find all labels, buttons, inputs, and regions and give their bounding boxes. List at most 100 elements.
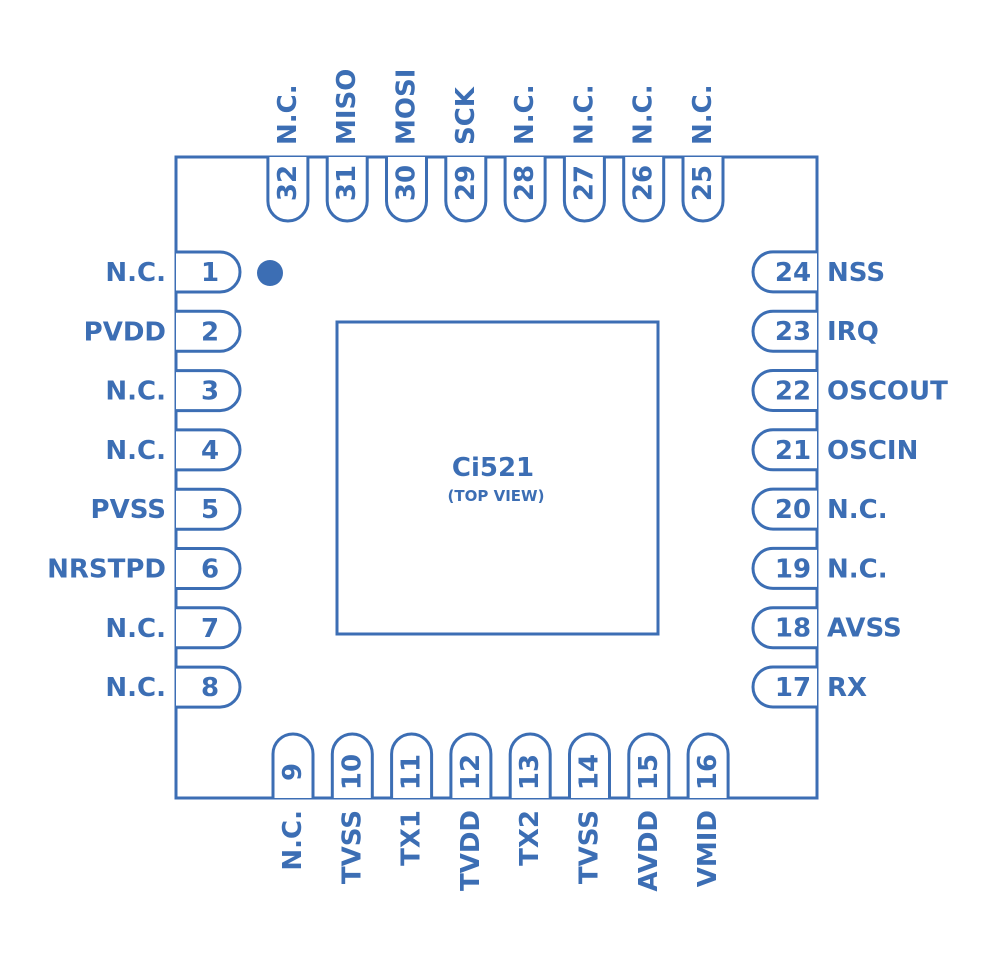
pin-3: 3N.C. xyxy=(105,369,242,413)
pin-pad xyxy=(503,157,547,223)
pin-number: 16 xyxy=(693,754,723,790)
pin-number: 18 xyxy=(775,614,811,644)
pin-name: N.C. xyxy=(569,84,599,145)
pin-number: 11 xyxy=(397,754,427,790)
pin-number: 27 xyxy=(569,165,599,201)
chip-name: Ci521 xyxy=(452,453,534,483)
pin-name: N.C. xyxy=(105,614,166,644)
pin-number: 21 xyxy=(775,436,811,466)
pin-number: 20 xyxy=(775,495,811,525)
pin-pad xyxy=(330,732,374,798)
pin-pad xyxy=(751,309,817,353)
pin-pad xyxy=(622,157,666,223)
pin-pad xyxy=(751,546,817,590)
pin-name: N.C. xyxy=(827,495,888,525)
pin-number: 12 xyxy=(456,754,486,790)
pin-1: 1N.C. xyxy=(105,250,242,294)
pin-pad xyxy=(176,547,242,590)
pin-pad xyxy=(751,487,817,531)
pin-name: PVDD xyxy=(84,317,166,347)
pin-name: MISO xyxy=(332,69,362,145)
pin-number: 7 xyxy=(201,614,219,644)
pin-number: 30 xyxy=(392,165,422,201)
pin-7: 7 N.C. xyxy=(105,606,242,650)
pin-20: 20 N.C. xyxy=(751,487,888,531)
pin-name: TX2 xyxy=(515,810,545,866)
pin-pad xyxy=(686,732,730,798)
pin-pad xyxy=(681,157,725,223)
pin-9: 9N.C. xyxy=(271,732,315,871)
pin-pad xyxy=(444,157,488,223)
pin-pad xyxy=(751,250,817,294)
pin-pad xyxy=(176,487,242,531)
package-outline xyxy=(174,155,819,800)
pin-number: 3 xyxy=(201,377,219,407)
pin-name: OSCOUT xyxy=(827,377,948,407)
pin-name: TVDD xyxy=(456,810,486,891)
pin-5: 5 PVSS xyxy=(91,487,242,531)
pin-number: 10 xyxy=(337,754,367,790)
pin-name: N.C. xyxy=(105,258,166,288)
pin-name: NRSTPD xyxy=(47,555,166,585)
pin-pad xyxy=(751,428,817,472)
pin-number: 5 xyxy=(201,495,219,525)
pin-19: 19 N.C. xyxy=(751,546,888,590)
view-label: (TOP VIEW) xyxy=(448,487,545,505)
pin-pad xyxy=(385,157,428,223)
pin-number: 15 xyxy=(634,754,664,790)
pin-number: 25 xyxy=(688,165,718,201)
pin-name: N.C. xyxy=(105,436,166,466)
pin-number: 13 xyxy=(515,754,545,790)
pin-number: 17 xyxy=(775,673,811,703)
pin-number: 32 xyxy=(273,165,303,201)
pin-2: 2 PVDD xyxy=(84,309,242,353)
pin-31: 31 MISO xyxy=(325,69,369,223)
pin-number: 29 xyxy=(451,165,481,201)
pin-pad xyxy=(449,732,493,798)
pin-name: NSS xyxy=(827,258,885,288)
pin-pad xyxy=(325,157,369,223)
pin-number: 26 xyxy=(629,165,659,201)
pin-28: 28N.C. xyxy=(503,84,547,223)
pin-name: RX xyxy=(827,673,867,703)
pin-pad xyxy=(176,606,242,650)
pin-name: MOSI xyxy=(392,69,422,145)
pin-number: 6 xyxy=(201,555,219,585)
pin-26: 26N.C. xyxy=(622,84,666,223)
pin-32: 32 N.C. xyxy=(266,84,310,223)
pin-number: 19 xyxy=(775,554,811,584)
pin-pad xyxy=(176,309,242,353)
pin-17: 17 RX xyxy=(751,665,867,709)
pin-number: 4 xyxy=(201,436,219,466)
pin-27: 27 N.C. xyxy=(562,84,606,223)
pin-25: 25N.C. xyxy=(681,84,725,223)
pin-24: 24 NSS xyxy=(751,250,885,294)
pin-pad xyxy=(751,369,817,412)
pin-30: 30 MOSI xyxy=(385,69,428,223)
pin-number: 2 xyxy=(201,317,219,347)
pin-pad xyxy=(176,250,242,294)
pin-4: 4 N.C. xyxy=(105,428,242,472)
pin-name: N.C. xyxy=(827,554,888,584)
pin-name: N.C. xyxy=(273,84,303,145)
pin-pad xyxy=(271,732,315,798)
pin-name: AVDD xyxy=(634,810,664,892)
pin-number: 8 xyxy=(201,673,219,703)
pin-pad xyxy=(562,157,606,223)
pin-number: 31 xyxy=(332,165,362,201)
pin-number: 23 xyxy=(775,317,811,347)
pin-name: PVSS xyxy=(91,495,166,525)
pin-number: 24 xyxy=(775,258,811,288)
pin-number: 9 xyxy=(278,763,308,781)
pin-number: 28 xyxy=(510,165,540,201)
pin-pad xyxy=(390,732,434,798)
